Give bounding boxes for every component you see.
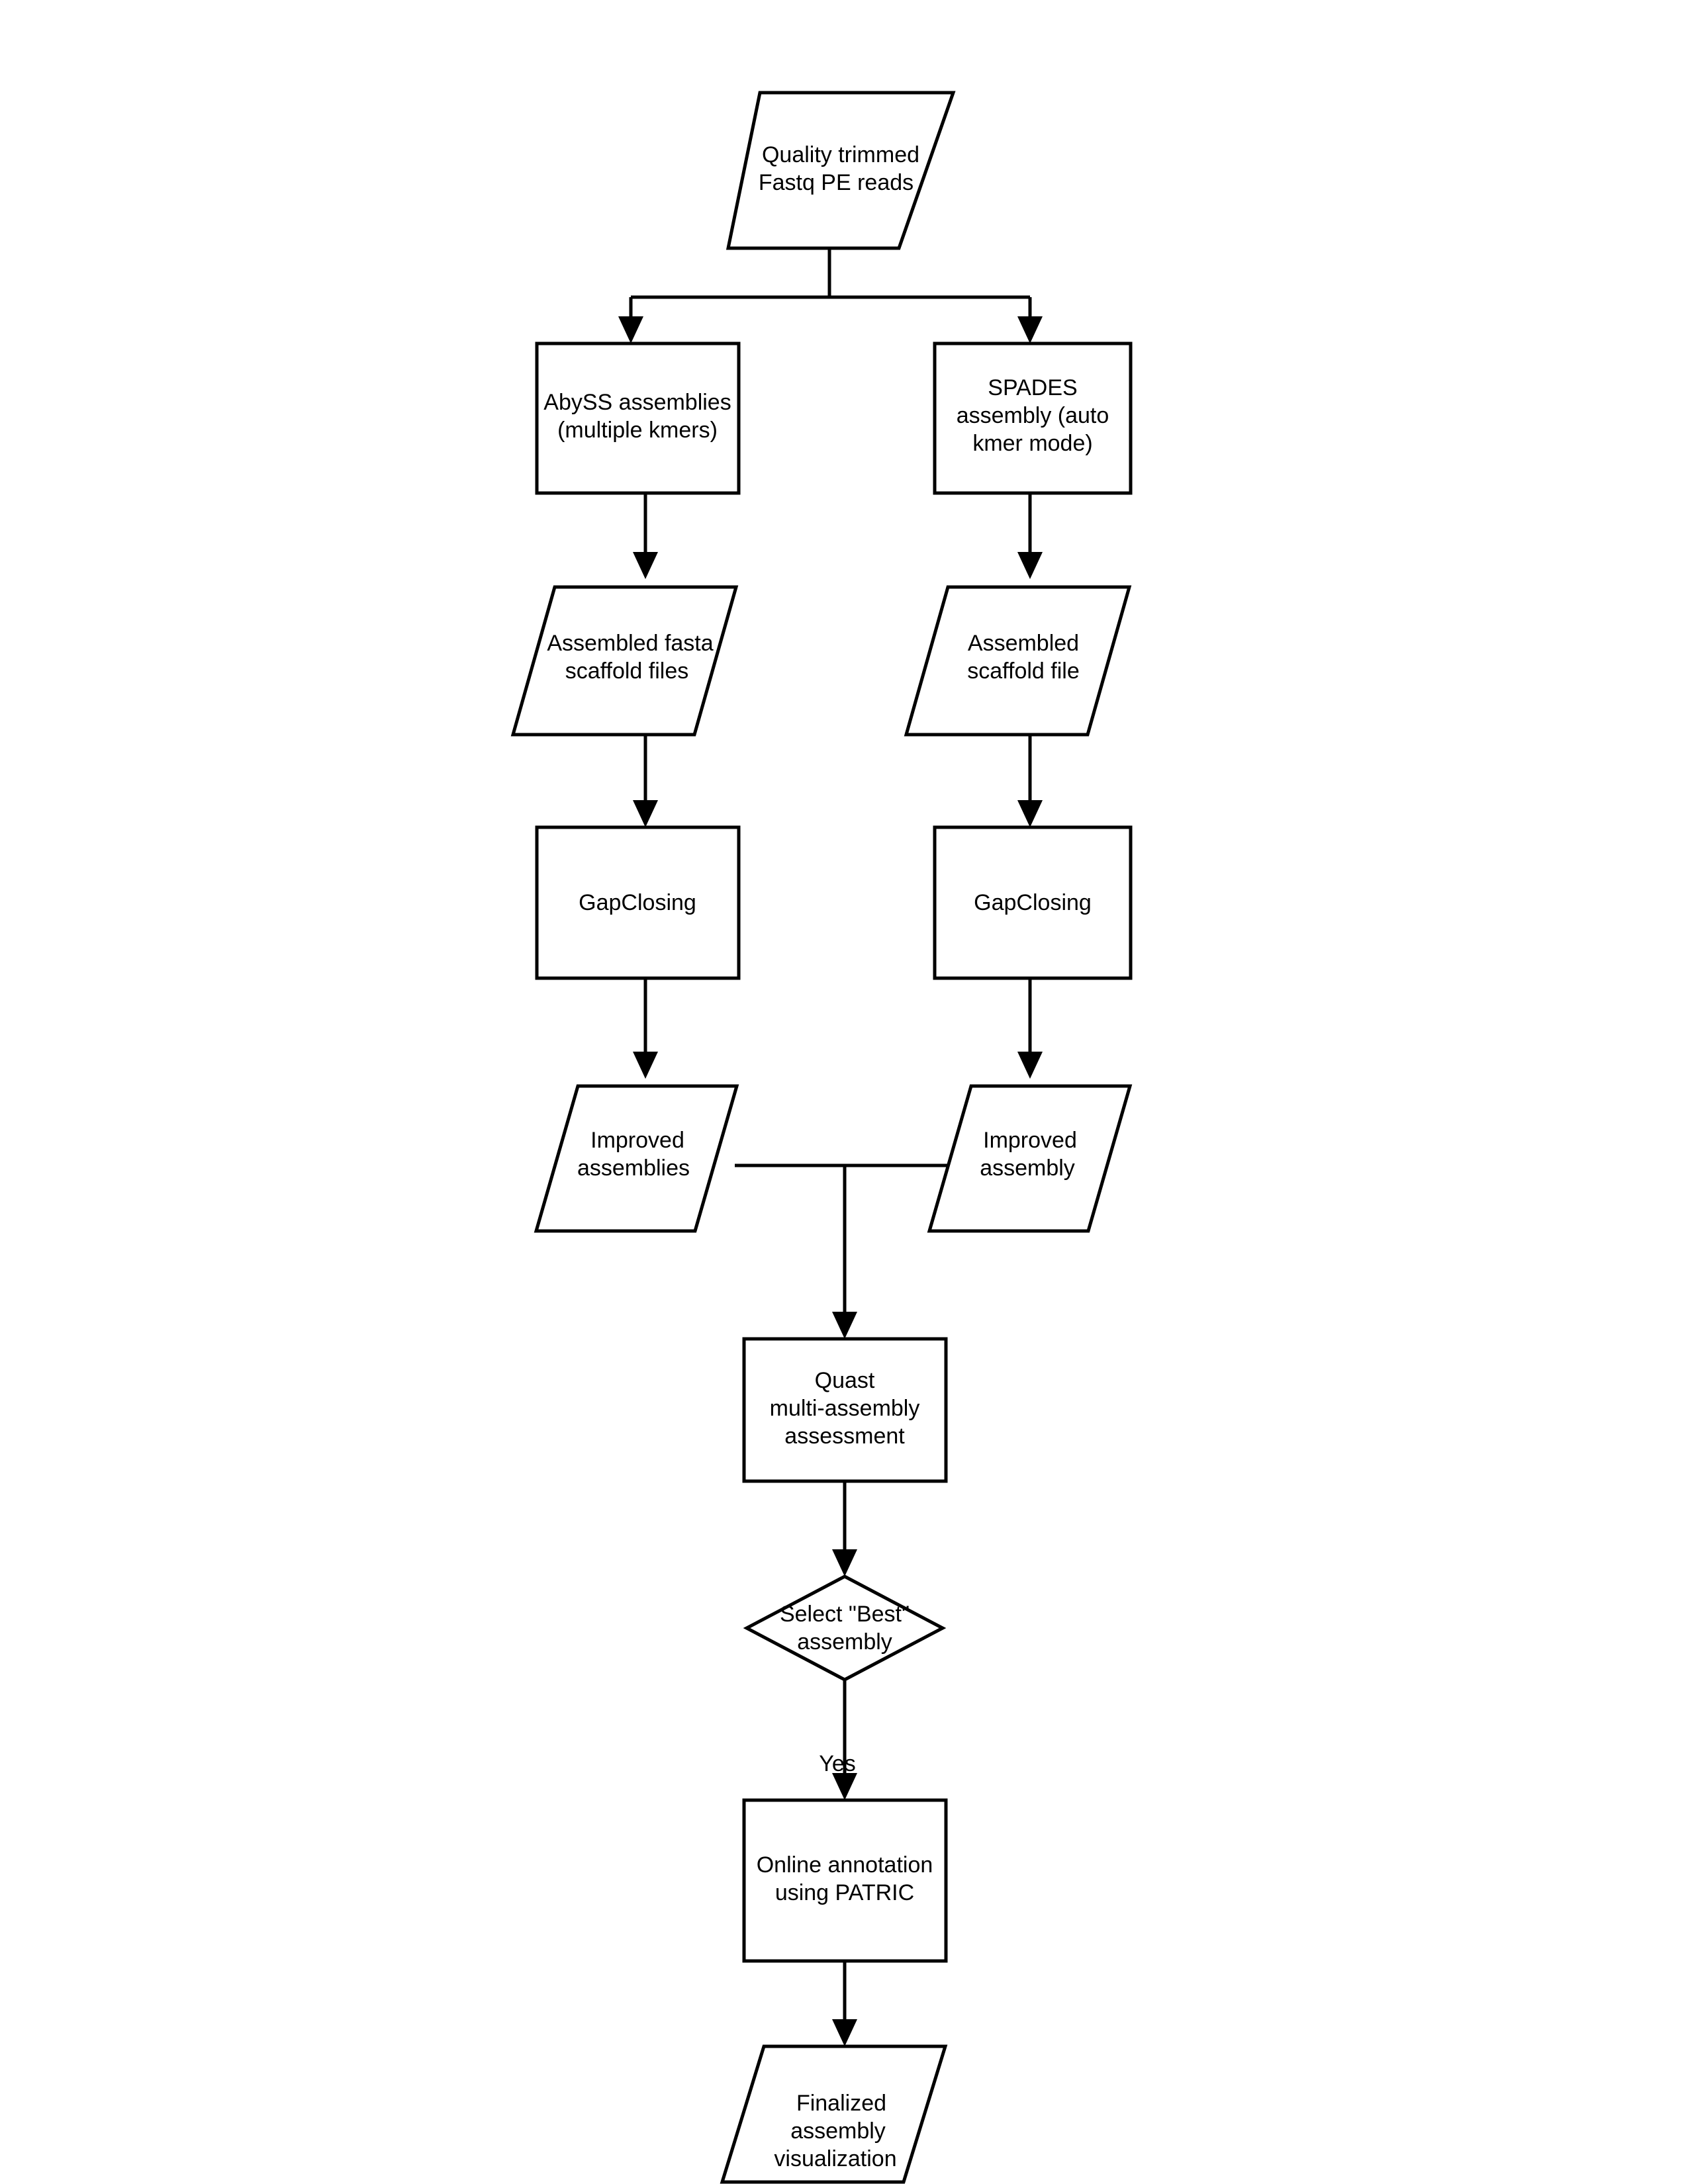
edge-quast-to-decision xyxy=(832,1481,857,1576)
node-finalized-line-0: Finalized xyxy=(796,2091,886,2116)
node-assembled-scaffold-line-0: Assembled xyxy=(968,631,1079,656)
node-assembled-fasta-line-1: scaffold files xyxy=(565,659,688,684)
node-quast-line-2: assessment xyxy=(784,1424,905,1449)
node-spades-assembly[interactable]: SPADES assembly (auto kmer mode) xyxy=(933,341,1133,495)
node-finalized-line-1: assembly xyxy=(790,2118,886,2144)
node-assembled-scaffold-line-1: scaffold file xyxy=(967,659,1079,684)
node-gapclosing-right[interactable]: GapClosing xyxy=(933,825,1133,980)
node-spades-assembly-line-1: assembly (auto xyxy=(957,403,1109,428)
node-improved-assembly-line-1: assembly xyxy=(980,1156,1075,1181)
edge-gapclosing-left-to-improved-assemblies xyxy=(633,978,658,1079)
node-assembled-fasta-scaffold-files[interactable]: Assembled fasta scaffold files xyxy=(510,585,739,737)
node-improved-assemblies-line-1: assemblies xyxy=(577,1156,690,1181)
node-abyss-assemblies-line-0: AbySS assemblies xyxy=(543,390,731,415)
node-quast-assessment[interactable]: Quast multi-assembly assessment xyxy=(742,1337,948,1483)
edge-scaffold-to-gapclosing-right xyxy=(1017,735,1043,827)
node-quast-line-0: Quast xyxy=(815,1368,875,1393)
edge-label-yes: Yes xyxy=(819,1751,855,1776)
edge-fasta-to-gapclosing-left xyxy=(633,735,658,827)
node-gapclosing-left[interactable]: GapClosing xyxy=(535,825,741,980)
node-spades-assembly-line-0: SPADES xyxy=(988,375,1077,400)
node-improved-assembly[interactable]: Improved assembly xyxy=(927,1084,1133,1233)
node-improved-assembly-line-0: Improved xyxy=(983,1128,1077,1153)
node-abyss-assemblies-line-1: (multiple kmers) xyxy=(557,418,718,443)
edge-abyss-to-fasta xyxy=(633,493,658,579)
node-quality-trimmed-reads-line-1: Fastq PE reads xyxy=(759,170,914,195)
node-quast-line-1: multi-assembly xyxy=(770,1396,920,1421)
node-improved-assemblies[interactable]: Improved assemblies xyxy=(534,1084,739,1233)
node-select-best-line-0: Select "Best" xyxy=(780,1602,910,1627)
node-assembled-fasta-line-0: Assembled fasta xyxy=(547,631,713,656)
node-gapclosing-left-label: GapClosing xyxy=(579,890,696,915)
edge-reads-to-branches xyxy=(618,248,1043,343)
node-gapclosing-right-label: GapClosing xyxy=(974,890,1092,915)
edge-annotation-to-finalized xyxy=(832,1961,857,2046)
node-spades-assembly-line-2: kmer mode) xyxy=(972,431,1092,456)
edge-gapclosing-right-to-improved-assembly xyxy=(1017,978,1043,1079)
edge-spades-to-scaffold xyxy=(1017,493,1043,579)
node-finalized-line-2: visualization xyxy=(774,2146,896,2171)
node-quality-trimmed-reads[interactable]: Quality trimmed Fastq PE reads xyxy=(726,91,956,250)
node-finalized-assembly-visualization[interactable]: Finalized assembly visualization xyxy=(720,2044,948,2184)
node-annotation-line-1: using PATRIC xyxy=(775,1880,914,1905)
node-select-best-assembly[interactable]: Select "Best" assembly xyxy=(743,1574,947,1682)
node-assembled-scaffold-file[interactable]: Assembled scaffold file xyxy=(904,585,1132,737)
node-abyss-assemblies[interactable]: AbySS assemblies (multiple kmers) xyxy=(535,341,741,495)
node-online-annotation-patric[interactable]: Online annotation using PATRIC xyxy=(742,1798,948,1963)
node-select-best-line-1: assembly xyxy=(797,1629,892,1655)
node-annotation-line-0: Online annotation xyxy=(757,1852,933,1878)
edge-decision-to-annotation xyxy=(832,1680,857,1800)
node-quality-trimmed-reads-line-0: Quality trimmed xyxy=(762,142,919,167)
edge-improved-merge-to-quast xyxy=(735,1163,961,1339)
node-improved-assemblies-line-0: Improved xyxy=(590,1128,684,1153)
